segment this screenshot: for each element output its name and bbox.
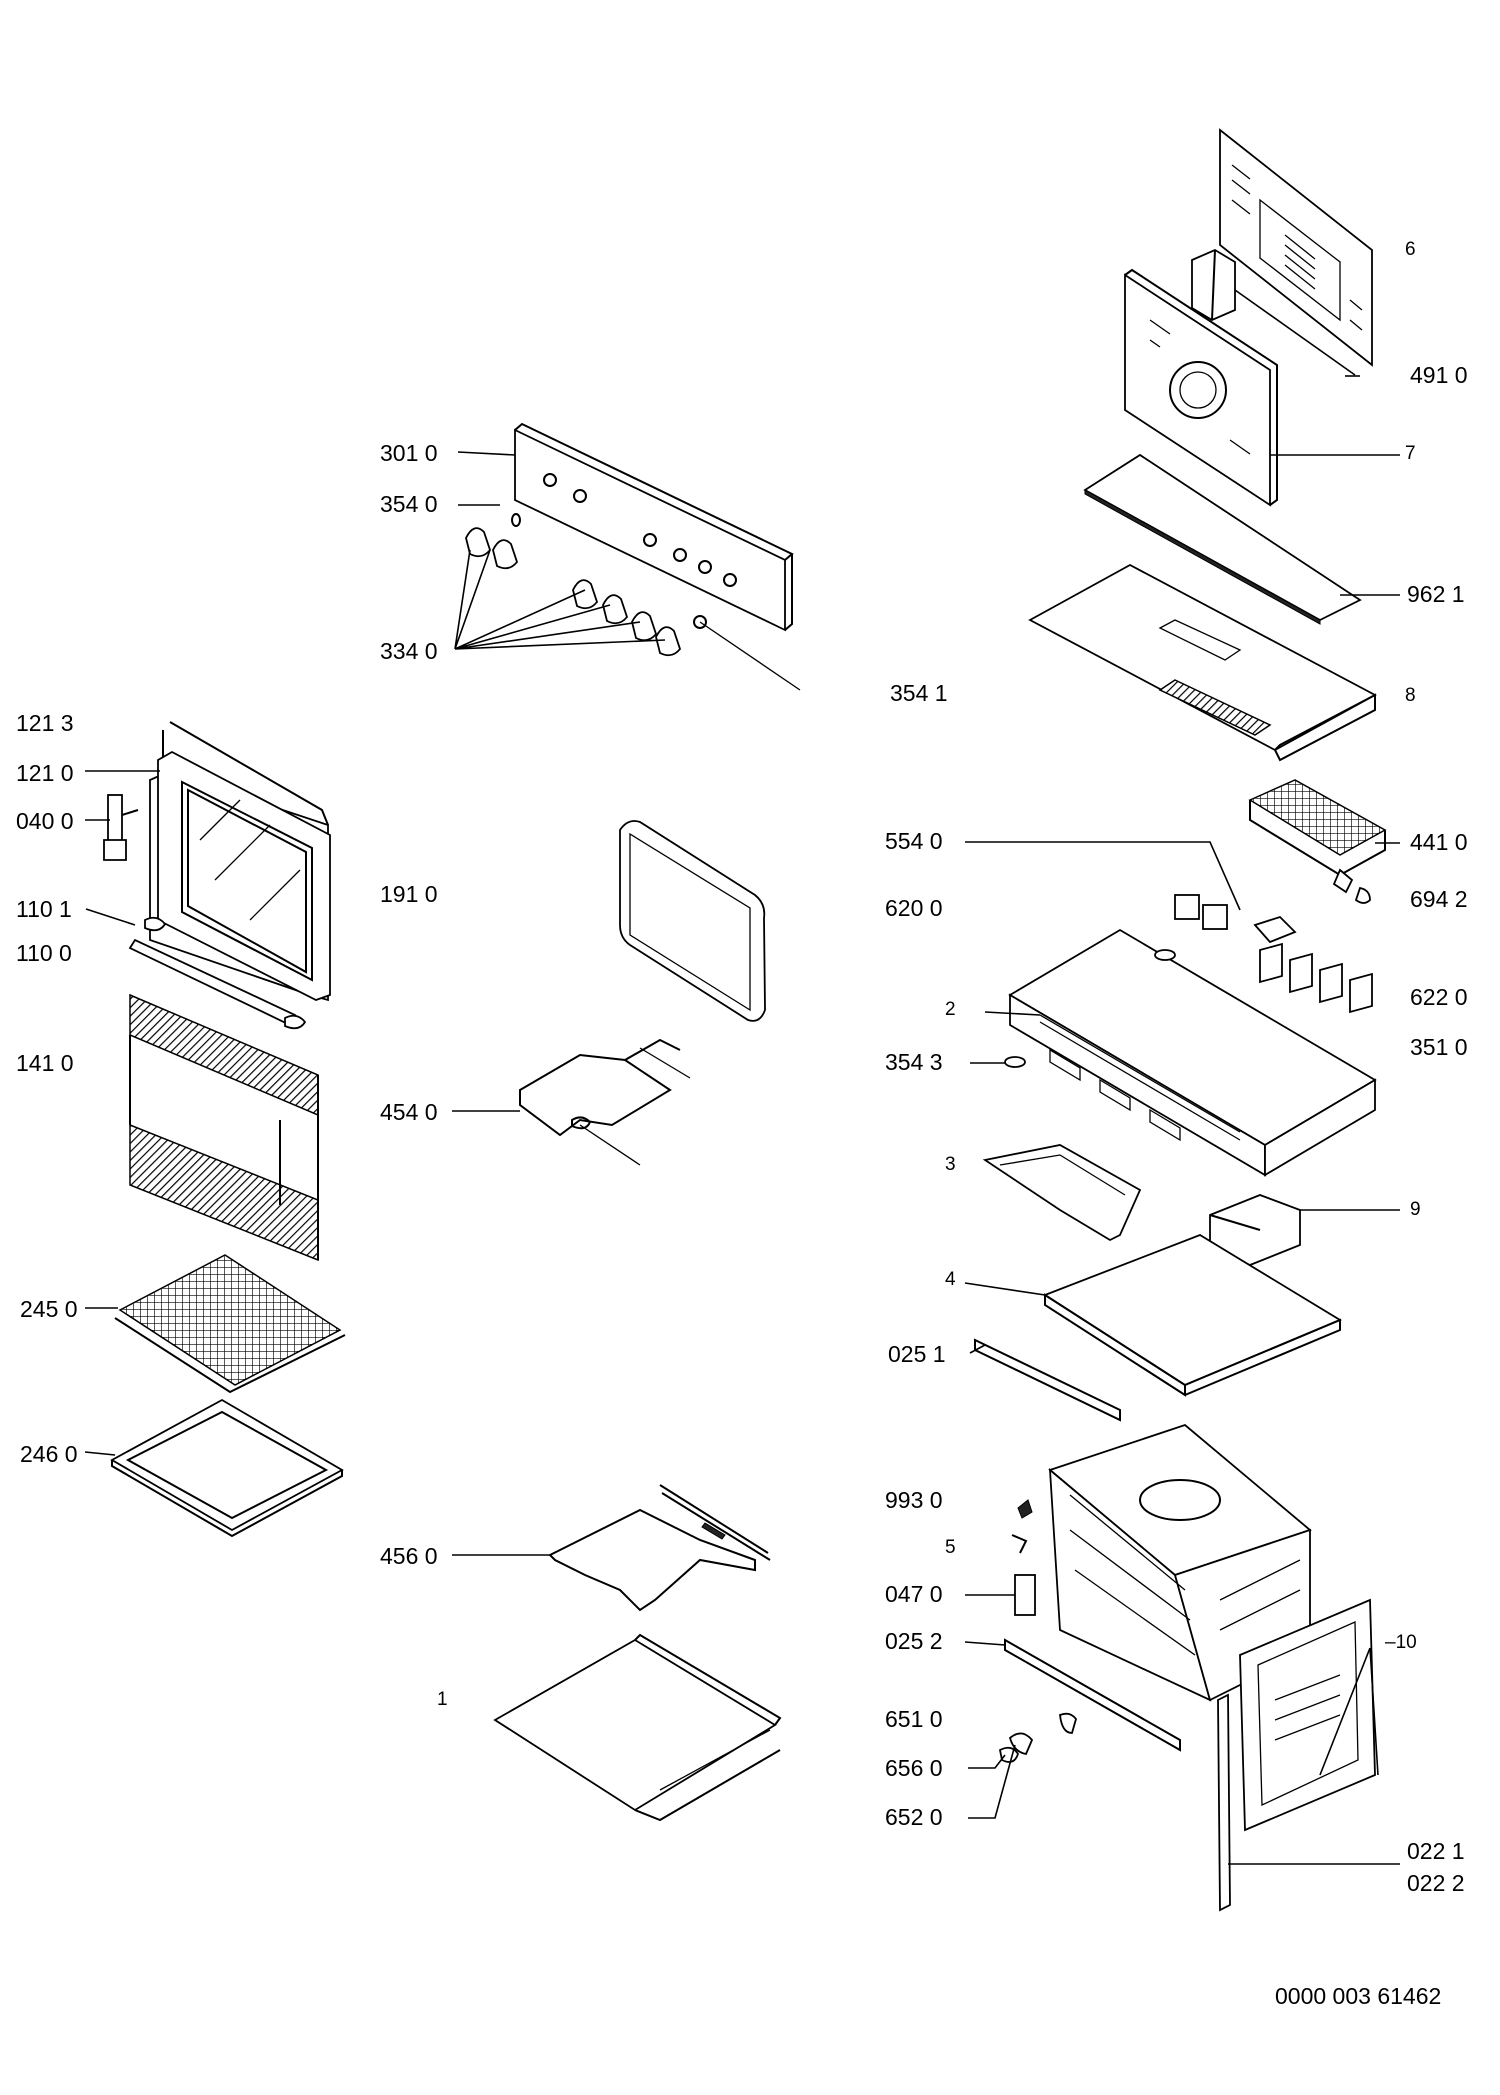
label-7: 7 [1405,443,1416,464]
control-panel-part [514,422,801,691]
label-025-2: 025 2 [885,1628,943,1654]
door-handle-clip-part [103,794,139,861]
cooling-fan-motor-part [1248,779,1387,904]
heating-element-top-part [519,1038,691,1166]
hinge-022-part [1217,1693,1231,1912]
inner-door-10-part [1239,1598,1379,1832]
bracket-3-part [982,1144,1142,1242]
label-554-0: 554 0 [885,828,943,854]
label-110-0: 110 0 [16,940,72,966]
label-993-0: 993 0 [885,1487,943,1513]
label-1: 1 [437,1689,448,1710]
fan-gasket-part [1083,453,1362,625]
door-handle-part [128,916,307,1030]
label-4: 4 [945,1269,956,1290]
label-141-0: 141 0 [16,1050,74,1076]
label-354-1: 354 1 [890,680,948,706]
label-9: 9 [1410,1199,1421,1220]
label-8: 8 [1405,685,1416,706]
label-354-3: 354 3 [885,1049,943,1075]
selector-switches-part [1253,915,1373,1014]
oven-top-plate-part [1043,1234,1342,1397]
heating-element-bottom-part [548,1484,771,1612]
side-bracket-5-part [1011,1499,1033,1554]
label-651-0: 651 0 [885,1706,943,1732]
document-number: 0000 003 61462 [1275,1983,1442,2009]
rail-025-1-part [974,1338,1121,1422]
label-040-0: 040 0 [16,808,74,834]
label-025-1: 025 1 [888,1341,946,1367]
label-5: 5 [945,1537,956,1558]
label-022-1: 022 1 [1407,1838,1465,1864]
label-110-1: 110 1 [16,896,72,922]
label-245-0: 245 0 [20,1296,78,1322]
label-121-0: 121 0 [16,760,74,786]
label-2: 2 [945,999,956,1020]
rear-wiring-panel-part [1219,128,1373,367]
oven-rack-part [114,1254,346,1394]
oven-cavity-part [1048,1423,1312,1702]
door-frame-part [149,721,331,1002]
label-491-0: 491 0 [1410,362,1468,388]
label-354-0: 354 0 [380,491,438,517]
label-047-0: 047 0 [885,1581,943,1607]
label-652-0: 652 0 [885,1804,943,1830]
hinge-047-0-part [1014,1574,1036,1616]
knob-parts [465,513,682,657]
top-cover-part [1028,563,1377,762]
label-694-2: 694 2 [1410,886,1468,912]
switches-bracket-part [1174,894,1228,930]
label-351-0: 351 0 [1410,1034,1468,1060]
label-456-0: 456 0 [380,1543,438,1569]
control-box-part [1004,928,1377,1177]
label-441-0: 441 0 [1410,829,1468,855]
contactor-part [1191,248,1356,376]
door-glass-panel-part [129,993,319,1262]
label-022-2: 022 2 [1407,1870,1465,1896]
air-duct-9-part [1209,1194,1301,1266]
label-6: 6 [1405,239,1416,260]
label-121-3: 121 3 [16,710,74,736]
label-10: –10 [1385,1632,1417,1653]
label-454-0: 454 0 [380,1099,438,1125]
lamp-parts [998,1712,1077,1763]
rail-025-2-part [1004,1638,1181,1752]
rear-fan-panel-part [1124,268,1278,507]
label-620-0: 620 0 [885,895,943,921]
label-656-0: 656 0 [885,1755,943,1781]
label-246-0: 246 0 [20,1441,78,1467]
bottom-plate-part [493,1633,782,1822]
label-622-0: 622 0 [1410,984,1468,1010]
label-3: 3 [945,1154,956,1175]
label-962-1: 962 1 [1407,581,1465,607]
label-301-0: 301 0 [380,440,438,466]
baking-tray-part [110,1398,344,1538]
leader-lines [84,375,1400,1865]
label-334-0: 334 0 [380,638,438,664]
glass-shelf-part [619,820,766,1022]
label-191-0: 191 0 [380,881,438,907]
